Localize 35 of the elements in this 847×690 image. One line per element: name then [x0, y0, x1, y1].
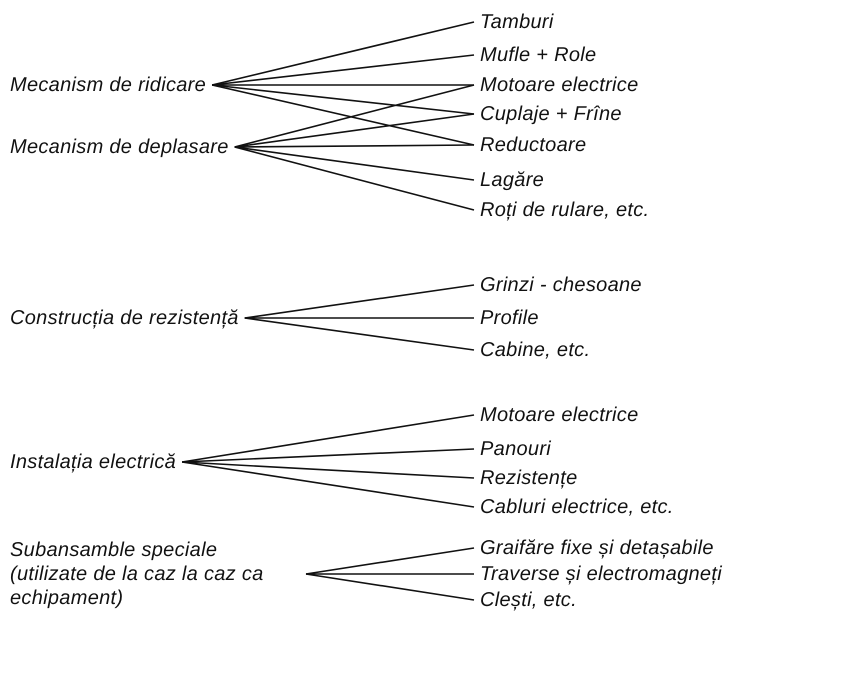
connector-line	[182, 461, 474, 508]
connector-line	[244, 317, 474, 319]
connector-line	[212, 84, 474, 115]
connector-line	[234, 144, 474, 148]
connector-line	[306, 573, 474, 575]
item-label: Traverse și electromagneți	[480, 562, 722, 586]
item-label: Mecanism de ridicare	[10, 73, 206, 97]
item-label: Grinzi - chesoane	[480, 273, 642, 297]
item-label: Cabine, etc.	[480, 338, 590, 362]
item-label: Motoare electrice	[480, 73, 638, 97]
item-label: Lagăre	[480, 168, 544, 192]
connector-line	[234, 146, 474, 181]
item-label: Subansamble speciale (utilizate de la caz la caz ca echipament)	[10, 538, 265, 610]
item-label: Construcția de rezistență	[10, 306, 239, 330]
connector-line	[182, 461, 474, 479]
item-label: Roți de rulare, etc.	[480, 198, 650, 222]
connector-line	[212, 84, 474, 86]
connector-line	[182, 448, 474, 463]
item-label: Instalația electrică	[10, 450, 176, 474]
item-label: Reductoare	[480, 133, 586, 157]
item-label: Motoare electrice	[480, 403, 638, 427]
item-label: Panouri	[480, 437, 552, 461]
connector-line	[234, 146, 474, 211]
item-label: Graifăre fixe și detașabile	[480, 536, 714, 560]
item-label: Tamburi	[480, 10, 554, 34]
item-label: Rezistențe	[480, 466, 578, 490]
connector-line	[306, 573, 474, 601]
item-label: Cabluri electrice, etc.	[480, 495, 674, 519]
connector-line	[244, 317, 474, 351]
item-label: Cuplaje + Frîne	[480, 102, 622, 126]
item-label: Mufle + Role	[480, 43, 596, 67]
item-label: Profile	[480, 306, 539, 330]
item-label: Mecanism de deplasare	[10, 135, 229, 159]
item-label: Clești, etc.	[480, 588, 577, 612]
connector-line	[212, 21, 474, 86]
